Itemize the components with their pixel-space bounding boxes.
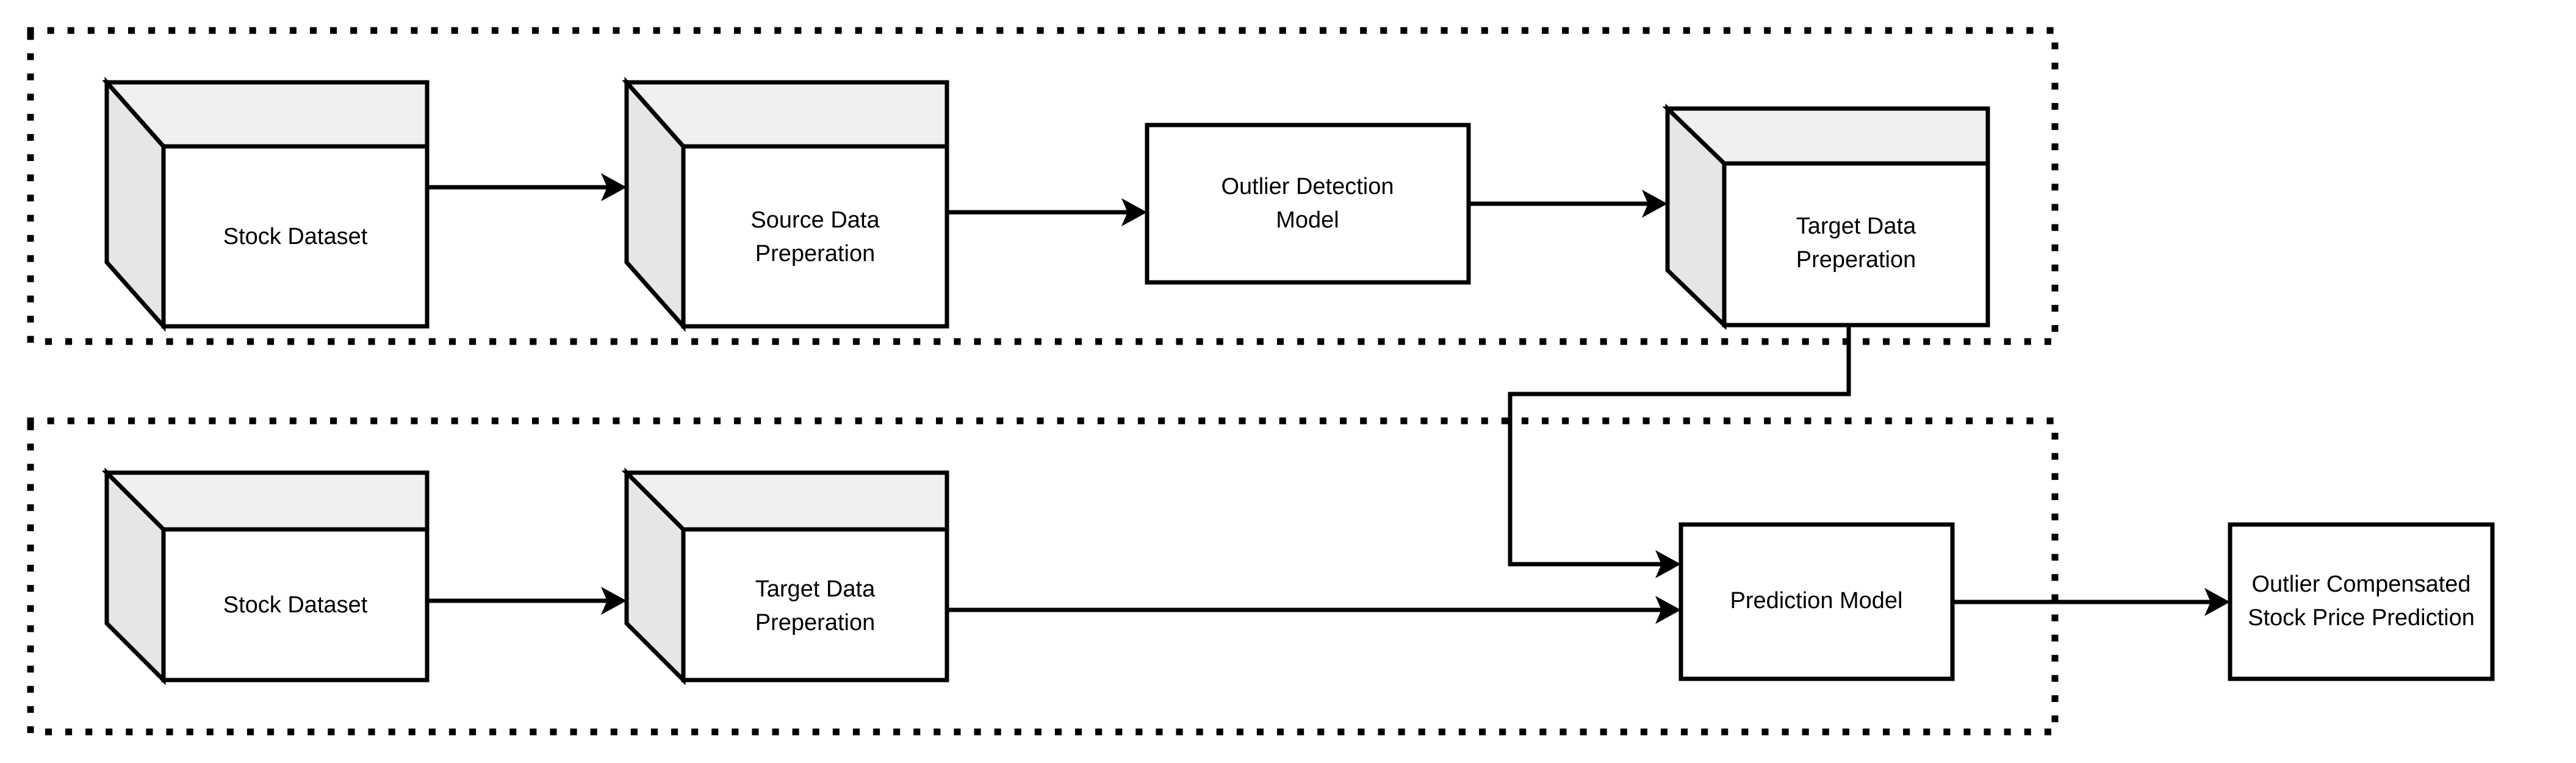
node-label-line1: Source Data — [750, 207, 880, 233]
edge-target-data-bottom-to-prediction-model — [947, 596, 1681, 624]
node-label: Stock Dataset — [223, 224, 368, 249]
node-label-line2: Preperation — [755, 241, 875, 267]
cube-front-face — [161, 527, 430, 682]
node-label-line2: Preperation — [1796, 247, 1916, 273]
target-data-preperation-top[interactable]: Target Data Preperation — [1662, 103, 1990, 331]
cube-front-face — [161, 144, 430, 329]
edge-target-data-top-to-prediction-model — [1508, 325, 1851, 578]
outlier-compensated-stock-price-prediction[interactable]: Outlier Compensated Stock Price Predicti… — [2228, 522, 2495, 681]
cube-front-face — [681, 527, 949, 682]
node-box — [1678, 522, 1955, 681]
edge-source-data-to-outlier-detection — [947, 198, 1147, 226]
edge-stock-dataset-to-source-data — [427, 173, 627, 201]
node-label: Prediction Model — [1730, 588, 1902, 614]
connectors — [427, 173, 2230, 624]
node-box — [1145, 123, 1471, 285]
prediction-model[interactable]: Prediction Model — [1678, 522, 1955, 681]
cube-front-face — [1722, 161, 1990, 328]
node-label-line2: Preperation — [755, 610, 875, 636]
edge-outlier-detection-to-target-data — [1469, 190, 1668, 218]
target-data-preperation-bottom[interactable]: Target Data Preperation — [621, 467, 949, 686]
source-data-preperation[interactable]: Source Data Preperation — [622, 76, 949, 332]
stock-dataset-top[interactable]: Stock Dataset — [102, 76, 430, 332]
cube-top-face — [622, 80, 949, 149]
node-label-line1: Outlier Compensated — [2251, 571, 2470, 597]
cube-top-face — [621, 470, 949, 532]
stock-dataset-bottom[interactable]: Stock Dataset — [101, 467, 430, 686]
cube-top-face — [1662, 106, 1990, 166]
cube-front-face — [681, 144, 949, 329]
group-containers — [27, 27, 2059, 736]
node-label-line1: Outlier Detection — [1221, 174, 1394, 199]
node-label-line2: Stock Price Prediction — [2248, 605, 2475, 631]
outlier-detection-stage-group — [27, 27, 2059, 345]
edge-stock-dataset-bottom-to-target-data-bottom — [427, 587, 627, 615]
node-label-line2: Model — [1276, 207, 1339, 233]
node-label-line1: Target Data — [1796, 213, 1916, 239]
node-label: Stock Dataset — [223, 592, 368, 618]
prediction-stage-group — [27, 417, 2059, 736]
outlier-detection-model[interactable]: Outlier Detection Model — [1145, 123, 1471, 285]
node-box — [2228, 522, 2495, 681]
cube-top-face — [102, 80, 430, 149]
node-label-line1: Target Data — [755, 576, 876, 602]
cube-top-face — [101, 470, 430, 532]
edge-prediction-model-to-output — [1952, 588, 2230, 616]
